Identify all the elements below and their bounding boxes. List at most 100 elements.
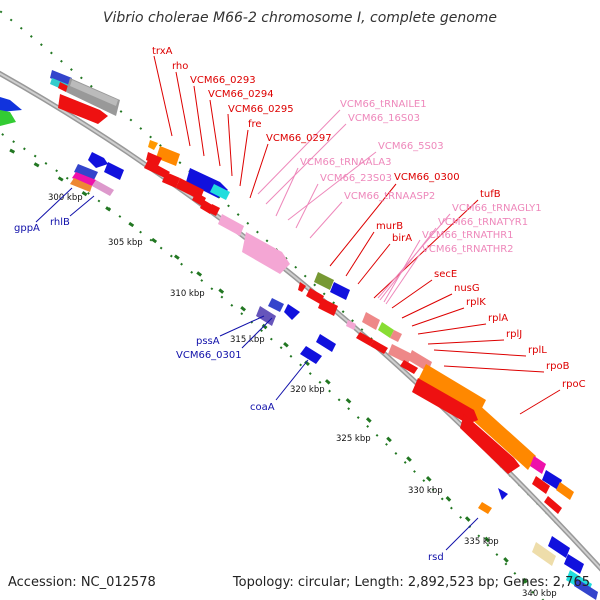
gene-feature	[316, 334, 336, 352]
kbp-label: 330 kbp	[408, 486, 443, 496]
gene-label: VCM66_tRNATHR1	[422, 230, 514, 241]
gene-feature	[318, 298, 338, 316]
gene-label: rplK	[466, 297, 486, 308]
blue-gene-labels: gppA rhlB pssA VCM66_0301 coaA rsd	[14, 217, 444, 563]
kbp-label: 335 kbp	[464, 537, 499, 547]
gene-feature	[390, 330, 402, 342]
gene-label: VCM66_0293	[190, 75, 256, 86]
gene-feature	[548, 536, 570, 558]
gene-feature	[370, 340, 388, 354]
gene-feature	[418, 364, 486, 416]
gene-label: VCM66_23S03	[320, 173, 392, 184]
gene-label: VCM66_5S03	[378, 141, 444, 152]
kbp-label: 320 kbp	[290, 385, 325, 395]
gene-feature	[58, 94, 108, 124]
gene-feature	[70, 80, 118, 106]
gene-feature	[268, 298, 284, 312]
gene-label: VCM66_tRNAILE1	[340, 99, 427, 110]
gene-label: rplL	[528, 345, 547, 356]
kbp-label: 315 kbp	[230, 335, 265, 345]
gene-feature	[542, 470, 562, 490]
gene-label: secE	[434, 269, 457, 280]
gene-feature	[146, 152, 162, 166]
gene-feature	[400, 360, 418, 374]
gene-label: VCM66_0300	[394, 172, 460, 183]
gene-label: coaA	[250, 402, 275, 413]
gene-feature	[256, 306, 276, 326]
gene-feature	[210, 184, 230, 200]
gene-label: rpoB	[546, 361, 570, 372]
kbp-tick-labels: 300 kbp 305 kbp 310 kbp 315 kbp 320 kbp …	[48, 193, 557, 599]
gene-feature	[144, 160, 170, 178]
red-leader-lines	[153, 55, 561, 415]
gene-label: VCM66_tRNAASP2	[344, 191, 435, 202]
gene-label: VCM66_0294	[208, 89, 274, 100]
tick-ring-kbp	[9, 148, 545, 600]
gene-feature	[306, 288, 324, 304]
gene-feature	[314, 272, 334, 290]
kbp-label: 325 kbp	[336, 434, 371, 444]
gene-feature	[330, 282, 350, 300]
gene-feature	[58, 82, 68, 92]
gene-label: gppA	[14, 223, 40, 234]
gene-feature	[478, 502, 492, 514]
gene-label: rsd	[428, 552, 444, 563]
gene-label: VCM66_0295	[228, 104, 294, 115]
gene-label: rpoC	[562, 379, 586, 390]
gene-label: rho	[172, 61, 188, 72]
gene-feature	[530, 456, 546, 474]
gene-feature	[412, 378, 478, 424]
gene-feature	[498, 488, 508, 500]
accession-text: Accession: NC_012578	[8, 575, 156, 590]
gene-feature	[92, 180, 114, 196]
gene-feature	[0, 110, 16, 126]
gene-feature	[88, 152, 108, 168]
kbp-label: 310 kbp	[170, 289, 205, 299]
gene-feature	[50, 70, 72, 86]
gene-feature	[104, 162, 124, 180]
gene-label: trxA	[152, 46, 173, 57]
kbp-label: 340 kbp	[522, 589, 557, 599]
gene-feature	[284, 304, 300, 320]
gene-label: nusG	[454, 283, 480, 294]
gene-feature	[192, 192, 206, 206]
gene-feature	[300, 346, 322, 364]
gene-label: fre	[248, 119, 262, 130]
gene-feature	[532, 542, 556, 566]
pink-leader-lines	[257, 109, 451, 305]
gene-label: VCM66_0297	[266, 133, 332, 144]
gene-feature	[0, 97, 22, 112]
gene-feature	[532, 476, 550, 494]
gene-feature	[544, 496, 562, 514]
gene-label: rplA	[488, 313, 508, 324]
gene-label: pssA	[196, 336, 220, 347]
gene-feature	[362, 312, 380, 330]
red-gene-labels: trxA rho VCM66_0293 VCM66_0294 VCM66_029…	[152, 46, 586, 390]
gene-feature	[574, 578, 598, 600]
gene-label: rplJ	[506, 329, 522, 340]
map-title: Vibrio cholerae M66-2 chromosome I, comp…	[103, 10, 497, 26]
gene-feature	[378, 322, 394, 338]
gene-feature	[564, 554, 584, 574]
kbp-label: 305 kbp	[108, 238, 143, 248]
gene-label: rhlB	[50, 217, 70, 228]
gene-label: VCM66_tRNAALA3	[300, 157, 392, 168]
tick-ring-inner	[0, 131, 541, 600]
gene-feature	[556, 482, 574, 500]
gene-feature	[356, 332, 374, 346]
blue-leader-lines	[35, 187, 479, 551]
topology-text: Topology: circular; Length: 2,892,523 bp…	[232, 575, 590, 590]
gene-label: VCM66_tRNATYR1	[438, 217, 528, 228]
gene-feature	[74, 164, 98, 180]
gene-label: VCM66_16S03	[348, 113, 420, 124]
gene-features-inner[interactable]	[70, 152, 508, 514]
gene-feature	[346, 320, 356, 330]
gene-label: tufB	[480, 189, 501, 200]
gene-feature	[218, 214, 244, 236]
gene-feature	[388, 344, 412, 364]
gene-feature	[208, 204, 220, 216]
gene-feature	[72, 172, 96, 186]
gene-features[interactable]	[0, 70, 598, 600]
gene-feature	[156, 146, 180, 166]
